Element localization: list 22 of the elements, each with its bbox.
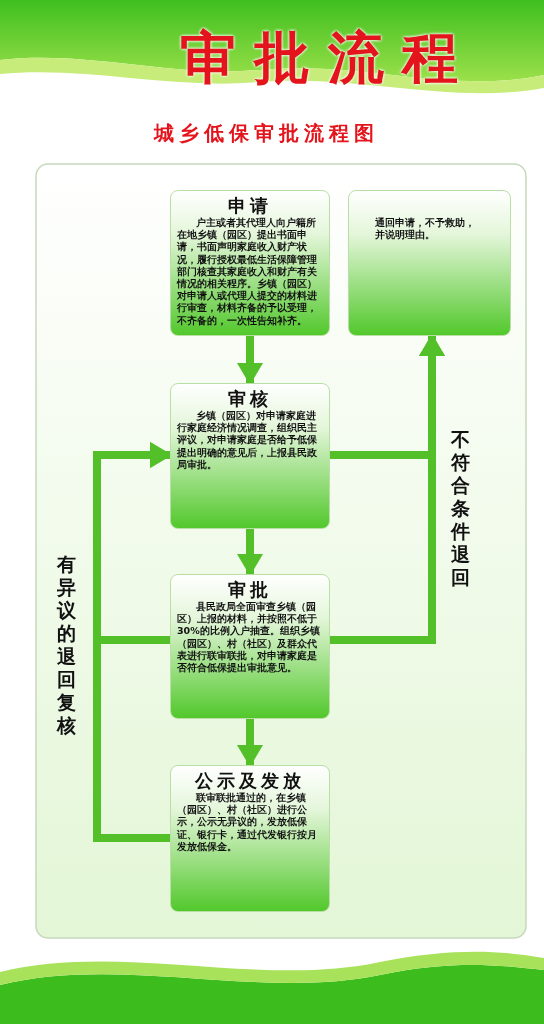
title: 审批流程 [180,26,476,90]
arrow [93,442,172,842]
box-text: 联审联批通过的，在乡镇（园区）、村（社区）进行公示，公示无异议的，发放低保证、银行卡，通过代发银行按月发放低保金。 [177,792,318,853]
edge-label: 有异议的退回复核 [55,553,77,737]
box-text: 户主或者其代理人向户籍所在地乡镇（园区）提出书面申请，书面声明家庭收入财产状况，履行授权最低生活保障管理部门核查其家庭收入和财产有关情况的相关程序。乡镇（园区）对申请人或代理人提交的材料进行审查，材料齐备的予以受理，不齐备的，一次性告知补齐。 [177,217,318,327]
box-heading: 申请 [227,194,273,217]
process-box [170,574,330,719]
process-box [170,190,330,336]
process-box [170,765,330,912]
box-text: 县民政局全面审查乡镇（园区）上报的材料，并按照不低于30%的比例入户抽查。组织乡镇（园区）、村（社区）及群众代表进行联审联批，对申请家庭是否符合低保提出审批意见。 [177,601,321,675]
subtitle: 城乡低保审批流程图 [154,121,379,145]
arrow [237,529,263,576]
box-text: 通回申请，不予救助，并说明理由。 [375,217,476,242]
box-heading: 审批 [227,578,273,601]
box-heading: 公示及发放 [194,769,306,792]
box-heading: 审核 [227,387,273,410]
arrow [237,336,263,385]
edge-label: 不符合条件退回 [449,428,471,589]
arrow [237,719,263,767]
process-box [348,190,511,336]
box-text: 乡镇（园区）对申请家庭进行家庭经济情况调查，组织民主评议，对申请家庭是否给予低保提出明确的意见后，上报县民政局审批。 [177,410,318,471]
process-box [170,383,330,529]
